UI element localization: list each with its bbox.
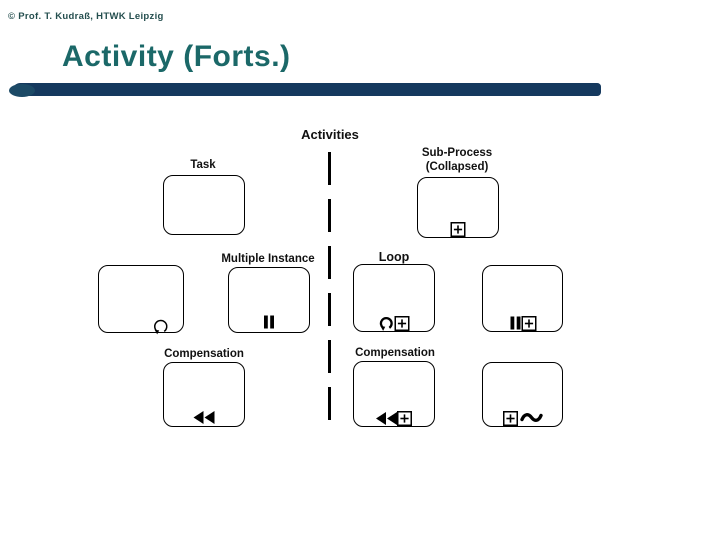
adhoc-subprocess-shape bbox=[482, 362, 563, 427]
loop-arrow-icon bbox=[152, 317, 170, 335]
loop-task-shape bbox=[98, 265, 184, 335]
compensation-label-mid: Compensation bbox=[355, 347, 435, 359]
dashed-connector-line bbox=[328, 152, 331, 420]
multi-instance-bars-icon bbox=[509, 316, 521, 330]
multiple-instance-task-shape bbox=[228, 267, 310, 333]
plus-adhoc-markers bbox=[502, 411, 543, 426]
multi-instance-bars-icon bbox=[263, 315, 275, 329]
title-underline-bar bbox=[9, 83, 601, 97]
compensation-plus-markers bbox=[376, 411, 412, 426]
loop-label: Loop bbox=[378, 250, 410, 264]
activities-label: Activities bbox=[301, 127, 359, 142]
plus-square-icon bbox=[394, 316, 410, 331]
task-shape bbox=[163, 175, 245, 235]
page-title: Activity (Forts.) bbox=[62, 40, 291, 73]
loop-arrow-icon bbox=[379, 315, 395, 331]
compensation-rewind-icon bbox=[193, 411, 215, 424]
plus-square-icon bbox=[397, 411, 412, 426]
subprocess-label-line1: Sub-Process bbox=[421, 147, 493, 159]
loop-plus-markers bbox=[379, 315, 410, 331]
task-label: Task bbox=[190, 159, 216, 171]
subprocess-collapsed-shape bbox=[417, 177, 499, 238]
multiple-instance-subprocess-shape bbox=[482, 265, 563, 332]
multiple-instance-label: Multiple Instance bbox=[221, 253, 315, 265]
subprocess-label-line2: (Collapsed) bbox=[425, 161, 489, 173]
compensation-label-left: Compensation bbox=[164, 348, 244, 360]
compensation-rewind-icon bbox=[376, 412, 397, 425]
loop-subprocess-shape bbox=[353, 264, 435, 332]
compensation-subprocess-shape bbox=[353, 361, 435, 427]
adhoc-tilde-icon bbox=[519, 412, 543, 423]
plus-square-icon bbox=[502, 411, 518, 426]
subprocess-label: Sub-Process (Collapsed) bbox=[407, 146, 507, 174]
plus-square-icon bbox=[521, 316, 536, 331]
multi-plus-markers bbox=[509, 316, 536, 331]
compensation-task-shape bbox=[163, 362, 245, 427]
plus-square-icon bbox=[450, 222, 466, 237]
copyright-text: © Prof. T. Kudraß, HTWK Leipzig bbox=[8, 11, 164, 22]
